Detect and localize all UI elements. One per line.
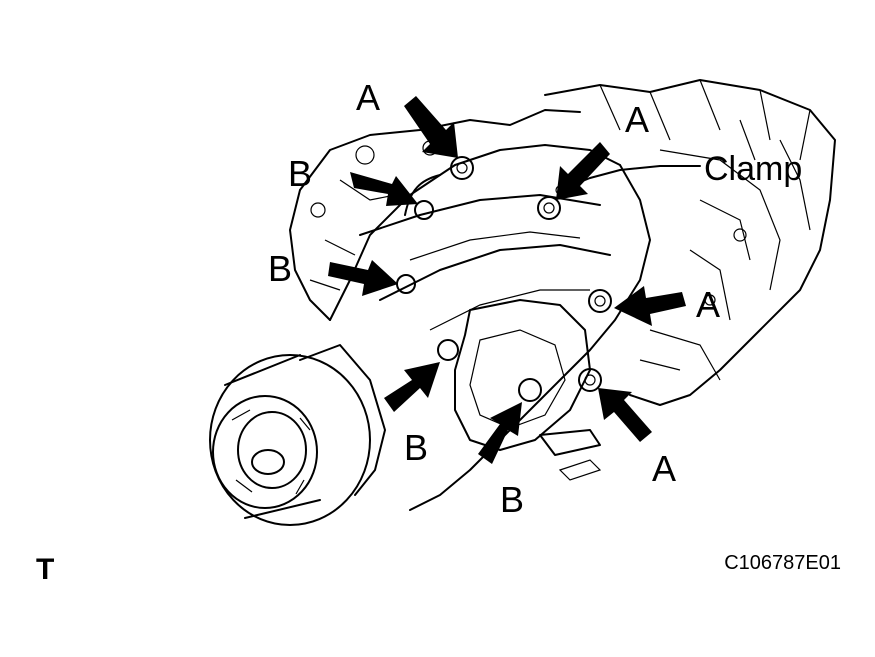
figure-code: C106787E01 — [724, 552, 841, 574]
arrow-b3 — [384, 362, 440, 412]
bolts — [396, 156, 612, 402]
bolt-b3 — [437, 339, 459, 361]
label-a1: A — [356, 77, 380, 118]
bolt-a1 — [450, 156, 474, 180]
callout-labels: A A A A B B B B Clamp — [268, 77, 802, 520]
bolt-b4 — [518, 378, 542, 402]
output-flange — [209, 344, 386, 526]
bolt-a4 — [578, 368, 602, 392]
arrow-a3 — [614, 286, 686, 326]
label-b1: B — [288, 153, 312, 194]
label-a3: A — [696, 284, 720, 325]
transmission-housing — [544, 79, 836, 406]
arrow-a4 — [598, 388, 652, 442]
arrow-b4 — [478, 402, 522, 464]
label-b2: B — [268, 248, 292, 289]
corner-mark: T — [36, 553, 55, 586]
label-b4: B — [500, 479, 524, 520]
label-a4: A — [652, 448, 676, 489]
arrow-a1 — [404, 96, 458, 158]
arrow-a2 — [556, 142, 610, 200]
bolt-b1 — [414, 200, 434, 220]
arrow-b2 — [328, 260, 398, 296]
bolt-a3 — [588, 289, 612, 313]
clamp-label: Clamp — [704, 150, 802, 188]
bolt-a2 — [537, 196, 561, 220]
arrow-b1 — [350, 172, 418, 206]
arrows — [328, 96, 686, 464]
label-a2: A — [625, 99, 649, 140]
transfer-case-body — [329, 144, 651, 511]
label-b3: B — [404, 427, 428, 468]
